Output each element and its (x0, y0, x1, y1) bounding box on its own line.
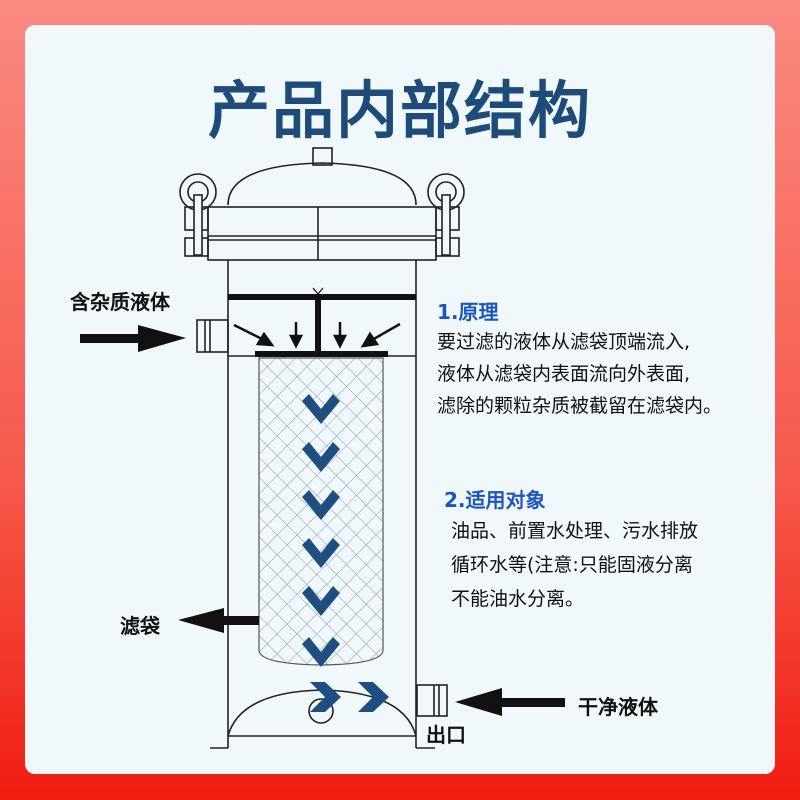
text-line: 循环水等(注意:只能固液分离 (451, 554, 693, 576)
inlet-nozzle (196, 319, 229, 353)
flow-chevrons (302, 394, 389, 712)
text-line: 要过滤的液体从滤袋顶端流入, (437, 331, 691, 353)
principle-text: 要过滤的液体从滤袋顶端流入, 液体从滤袋内表面流向外表面, 滤除的颗粒杂质被截留… (437, 326, 722, 422)
outlet-nozzle (416, 684, 448, 717)
vent-cap (312, 147, 333, 166)
right-eyebolt (427, 173, 465, 257)
text-line: 液体从滤袋内表面流向外表面, (437, 363, 691, 385)
text-line: 滤除的颗粒杂质被截留在滤袋内。 (437, 395, 723, 417)
outlet-label: 出口 (426, 723, 466, 747)
content-card (25, 25, 775, 774)
inlet-label: 含杂质液体 (70, 290, 170, 314)
clean-arrow-icon (455, 688, 565, 716)
page-title: 产品内部结构 (207, 74, 592, 147)
application-heading: 2.适用对象 (444, 488, 546, 512)
text-line: 不能油水分离。 (451, 588, 585, 610)
application-text: 油品、前置水处理、污水排放 循环水等(注意:只能固液分离 不能油水分离。 (451, 514, 698, 616)
top-dome (227, 162, 417, 206)
inflow-arrows (233, 322, 401, 349)
principle-heading: 1.原理 (437, 300, 499, 324)
text-line: 油品、前置水处理、污水排放 (451, 520, 699, 542)
left-eyebolt (179, 173, 217, 257)
inlet-arrow-icon (80, 325, 186, 352)
flange (207, 206, 437, 261)
clean-liquid-label: 干净液体 (578, 695, 658, 719)
bag-label: 滤袋 (120, 614, 160, 638)
bag-arrow-icon (178, 608, 259, 633)
